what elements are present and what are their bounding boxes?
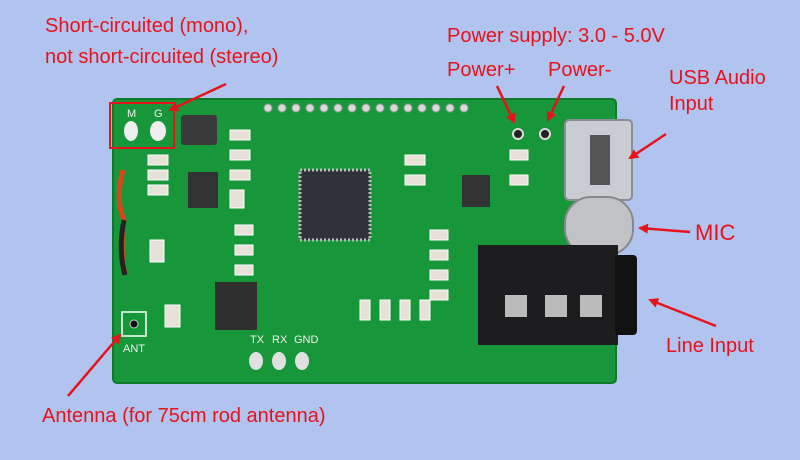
silk-ant: ANT xyxy=(123,343,145,355)
ic-soic-right xyxy=(462,175,490,207)
label-usb-line2: Input xyxy=(669,93,714,115)
arrow-mic xyxy=(638,223,691,234)
ic-soic-left xyxy=(188,172,218,208)
power-minus-pad xyxy=(539,128,551,140)
label-mic: MIC xyxy=(695,220,735,245)
ic-small xyxy=(181,115,217,145)
silk-m: M xyxy=(127,108,136,120)
gnd-pad xyxy=(295,352,309,370)
arrow-line-input xyxy=(648,298,717,328)
label-mono-line1: Short-circuited (mono), xyxy=(45,15,248,37)
main-mcu-qfp xyxy=(298,168,372,242)
label-antenna: Antenna (for 75cm rod antenna) xyxy=(42,405,326,427)
power-plus-pad xyxy=(512,128,524,140)
arrow-power-minus xyxy=(546,85,566,122)
passive-components xyxy=(147,129,529,328)
label-mono-line2: not short-circuited (stereo) xyxy=(45,46,278,68)
arrow-usb xyxy=(628,132,667,160)
label-power-minus: Power- xyxy=(548,59,611,81)
arrow-power-plus xyxy=(495,85,516,124)
silk-gnd: GND xyxy=(294,334,319,346)
rx-pad xyxy=(272,352,286,370)
arrow-mono xyxy=(168,82,227,112)
mono-stereo-highlight-box xyxy=(109,102,175,149)
mono-pad-g xyxy=(150,121,166,141)
label-power-supply: Power supply: 3.0 - 5.0V xyxy=(447,25,666,47)
silk-tx: TX xyxy=(250,334,265,346)
header-pin-row xyxy=(263,103,469,113)
tx-pad xyxy=(249,352,263,370)
label-usb-line1: USB Audio xyxy=(669,67,766,89)
ic-soic-bottom xyxy=(215,282,257,330)
annotation-arrows xyxy=(67,82,717,397)
mono-pad-m xyxy=(124,121,138,141)
pcb-board: M G xyxy=(112,98,637,384)
arrow-antenna xyxy=(67,333,122,397)
label-line-input: Line Input xyxy=(666,335,754,357)
label-power-plus: Power+ xyxy=(447,59,515,81)
silk-rx: RX xyxy=(272,334,288,346)
silk-g: G xyxy=(154,108,163,120)
antenna-pad xyxy=(121,311,147,337)
